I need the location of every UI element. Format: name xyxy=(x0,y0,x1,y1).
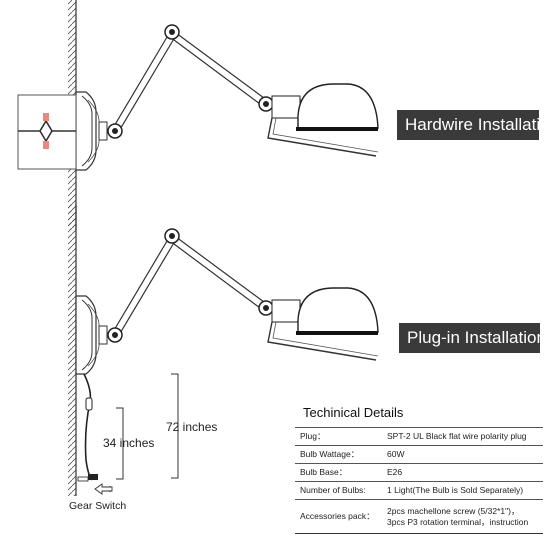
details-value-line2: 3pcs P3 rotation terminal，instruction xyxy=(387,516,529,527)
cord-length-label: 34 inches xyxy=(103,436,155,450)
details-value: E26 xyxy=(387,467,403,477)
details-value: 60W xyxy=(387,449,405,459)
technical-details-title: Techinical Details xyxy=(303,405,404,420)
details-key: Number of Bulbs: xyxy=(300,485,366,495)
details-key: Bulb Base： xyxy=(300,467,348,477)
details-value: 1 Light(The Bulb is Sold Separately) xyxy=(387,485,524,495)
hardwire-installation-banner: Hardwire Installation xyxy=(397,110,550,140)
details-key: Plug： xyxy=(300,431,326,441)
details-key: Accessories pack： xyxy=(300,511,375,521)
details-value: 2pcs machellone screw (5/32*1")， 3pcs P3… xyxy=(382,500,543,534)
details-key: Bulb Wattage： xyxy=(300,449,360,459)
details-row-bulbs: Number of Bulbs: 1 Light(The Bulb is Sol… xyxy=(295,482,543,500)
details-row-accessories: Accessories pack： 2pcs machellone screw … xyxy=(295,500,543,534)
details-value-line1: 2pcs machellone screw (5/32*1")， xyxy=(387,505,520,516)
details-row-plug: Plug： SPT-2 UL Black flat wire polarity … xyxy=(295,427,543,446)
details-row-wattage: Bulb Wattage： 60W xyxy=(295,446,543,464)
gear-switch-label: Gear Switch xyxy=(69,500,127,512)
technical-details-table: Plug： SPT-2 UL Black flat wire polarity … xyxy=(295,427,543,534)
details-value: SPT-2 UL Black flat wire polarity plug xyxy=(387,431,527,441)
total-length-label: 72 inches xyxy=(166,420,218,434)
plugin-installation-banner: Plug-in Installation xyxy=(399,323,546,353)
details-row-base: Bulb Base： E26 xyxy=(295,464,543,482)
